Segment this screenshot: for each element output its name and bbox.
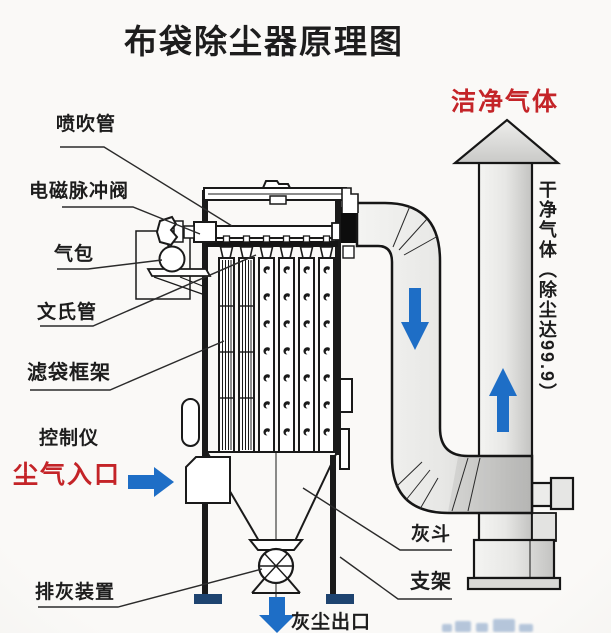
label-air-bag: 气包	[54, 244, 95, 265]
valve-base	[251, 578, 301, 594]
stack-up-arrow	[489, 368, 517, 432]
stack-rain-cap	[451, 118, 562, 165]
pipe-union-block	[193, 221, 217, 243]
dust-outlet-arrow	[259, 597, 295, 633]
leader-support	[339, 556, 452, 600]
cover-hatch	[269, 195, 287, 205]
elbow-segment-lines	[392, 205, 481, 512]
controller-device	[181, 398, 200, 447]
filter-bag-dust-laden	[278, 235, 295, 453]
leader-air-bag	[57, 259, 163, 270]
label-dust-outlet: 灰尘出口	[291, 612, 372, 633]
outlet-port-block	[341, 207, 357, 243]
leader-venturi	[40, 254, 257, 327]
label-pulse-valve: 电磁脉冲阀	[29, 181, 130, 202]
inlet-flow-arrow	[128, 467, 174, 497]
valve-spokes	[259, 552, 293, 580]
fan-motor	[549, 476, 575, 511]
cover-lift-cap	[261, 180, 292, 189]
stack-pedestal	[472, 538, 556, 580]
blow-pipe-end-cap	[331, 222, 341, 241]
filter-bag-with-cage	[218, 235, 235, 453]
right-foot	[326, 594, 354, 604]
valve-outlet-flange	[173, 220, 184, 243]
label-clean-gas-note: 干净气体（除尘达99.9）	[536, 180, 557, 404]
valve-shelf	[146, 268, 212, 277]
outlet-flange	[342, 245, 355, 259]
air-bag-tank	[158, 245, 186, 273]
label-controller: 控制仪	[39, 428, 100, 449]
stack-side-box	[531, 512, 557, 542]
duct-merge-shade	[448, 457, 532, 512]
filter-bag-dust-laden	[258, 235, 275, 453]
pulse-valve-body	[155, 215, 179, 247]
leader-lines	[30, 146, 452, 608]
label-blow-pipe: 喷吹管	[56, 114, 117, 135]
left-foot	[194, 594, 222, 604]
leader-ash-discharge	[38, 568, 263, 608]
label-ash-hopper: 灰斗	[411, 524, 452, 545]
leader-bag-frame	[30, 340, 225, 391]
pulse-jet-system	[135, 215, 341, 300]
tube-sheet	[206, 241, 338, 247]
wall-step-lower	[339, 428, 350, 470]
fan-housing	[530, 481, 555, 508]
label-clean-gas: 洁净气体	[451, 88, 560, 116]
filter-bag-with-cage	[238, 235, 255, 453]
outlet-duct	[341, 201, 534, 515]
filter-bag-dust-laden	[298, 235, 315, 453]
watermark	[438, 618, 548, 633]
diagram-title: 布袋除尘器原理图	[124, 23, 404, 60]
top-right-bracket	[341, 187, 359, 213]
ash-discharge-valve	[247, 539, 305, 594]
left-wall-leg	[202, 190, 208, 595]
leader-blow-pipe	[60, 146, 233, 227]
wall-step-upper	[339, 378, 353, 413]
label-dust-gas-inlet: 尘气入口	[13, 461, 122, 489]
leader-pulse-valve	[62, 206, 201, 235]
flow-arrows	[128, 288, 517, 633]
stack-base-plate	[466, 576, 562, 591]
duct-body	[355, 201, 534, 515]
leader-ash-hopper	[302, 487, 452, 551]
valve-flange	[247, 539, 305, 551]
right-leg	[330, 455, 336, 595]
label-venturi-tube: 文氏管	[37, 302, 98, 323]
filter-housing	[181, 180, 359, 604]
label-ash-discharge-device: 排灰装置	[35, 582, 116, 603]
filter-bags	[218, 235, 335, 453]
filter-bag-dust-laden	[318, 235, 335, 453]
label-support-frame: 支架	[410, 571, 452, 593]
duct-down-arrow	[401, 288, 429, 350]
label-filter-bag-frame: 滤袋框架	[27, 362, 111, 384]
shelf-brace-1	[153, 276, 206, 296]
inlet-box	[185, 456, 231, 504]
right-wall	[335, 190, 341, 455]
